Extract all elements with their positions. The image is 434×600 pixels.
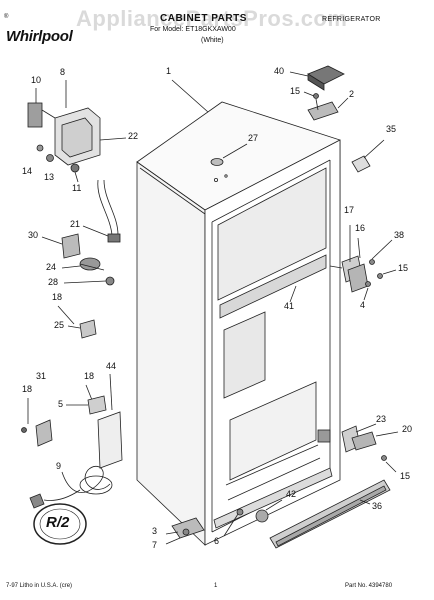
- appliance-type: REFRIGERATOR: [322, 16, 381, 23]
- watermark: AppliancePartsPros.com: [76, 6, 348, 31]
- callout-42: 42: [286, 489, 297, 499]
- bottom-hinge-assembly: [317, 423, 399, 473]
- callout-15-middle: 15: [398, 263, 409, 273]
- callout-8: 8: [60, 67, 66, 77]
- callout-27: 27: [248, 133, 259, 143]
- callout-17: 17: [344, 205, 355, 215]
- callout-5: 5: [58, 399, 64, 409]
- callout-15-bottom: 15: [400, 471, 411, 481]
- callout-13: 13: [44, 172, 55, 182]
- callout-36: 36: [372, 501, 383, 511]
- callout-10: 10: [31, 75, 42, 85]
- brand-logo: Whirlpool: [6, 28, 73, 45]
- callout-16: 16: [355, 223, 366, 233]
- callout-40: 40: [274, 66, 285, 76]
- r2-badge: [33, 503, 87, 545]
- callout-44: 44: [106, 361, 117, 371]
- r2-badge-label: R/2: [46, 514, 70, 531]
- callout-6: 6: [214, 536, 220, 546]
- section-title: CABINET PARTS: [160, 13, 247, 24]
- callout-7: 7: [152, 540, 158, 550]
- cabinet-assembly: [136, 101, 341, 546]
- callout-35: 35: [386, 124, 397, 134]
- footer-print-info: 7-97 Litho in U.S.A. (cre): [6, 583, 73, 589]
- callout-25: 25: [54, 320, 65, 330]
- control-housing-assembly: [27, 80, 127, 183]
- leader-1: [171, 79, 209, 113]
- footer-part-number: Part No. 4394780: [345, 583, 393, 589]
- footer-page-number: 1: [214, 583, 218, 589]
- wire-harness: [82, 179, 121, 243]
- clip-25: [57, 305, 97, 339]
- callout-2: 2: [349, 89, 355, 99]
- callout-30: 30: [28, 230, 39, 240]
- light-socket-assembly: [41, 233, 115, 286]
- callout-28: 28: [48, 277, 59, 287]
- callout-14: 14: [22, 166, 33, 176]
- callout-23: 23: [376, 414, 387, 424]
- callout-24: 24: [46, 262, 57, 272]
- leveling-legs: [165, 499, 283, 545]
- callout-18-left: 18: [22, 384, 33, 394]
- callout-21: 21: [70, 219, 81, 229]
- top-cap-27: [210, 143, 248, 182]
- callout-11: 11: [72, 183, 82, 193]
- hinge-pin-bushing: [351, 139, 385, 173]
- brand-mark: ®: [4, 14, 9, 20]
- callout-18-upper: 18: [52, 292, 63, 302]
- center-hinge-assembly: [329, 225, 397, 301]
- callout-41: 41: [284, 301, 295, 311]
- callout-31: 31: [36, 371, 47, 381]
- callout-18-right: 18: [84, 371, 95, 381]
- callout-15-top: 15: [290, 86, 301, 96]
- light-shield-assembly: [21, 373, 123, 469]
- callout-4: 4: [360, 300, 366, 310]
- callout-38: 38: [394, 230, 405, 240]
- leader-41: [289, 285, 297, 303]
- callout-1: 1: [166, 66, 172, 76]
- power-cord: [29, 465, 113, 509]
- callout-9: 9: [56, 461, 62, 471]
- top-hinge-assembly: [289, 65, 349, 121]
- toe-grille: [269, 479, 391, 549]
- callout-3: 3: [152, 526, 158, 536]
- callout-22: 22: [128, 131, 139, 141]
- model-variant: (White): [201, 37, 224, 44]
- model-number: For Model: ET18GKXAW00: [150, 26, 236, 33]
- callout-20: 20: [402, 424, 413, 434]
